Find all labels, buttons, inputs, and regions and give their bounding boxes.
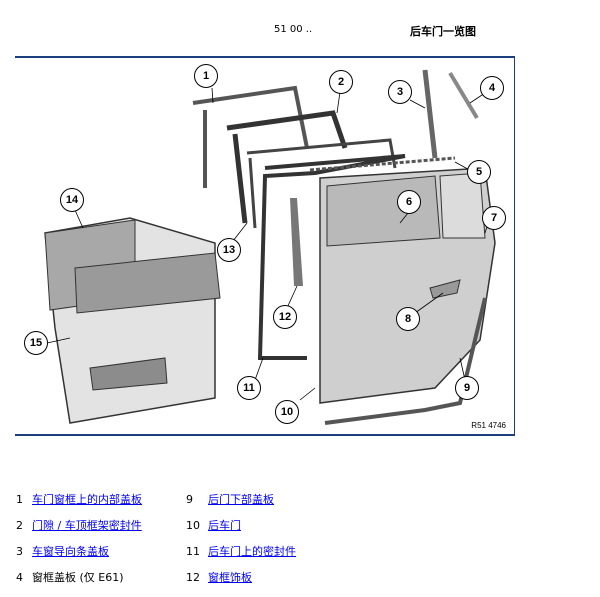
parts-list: 1 车门窗框上的内部盖板 9 后门下部盖板 2 门隙 / 车顶框架密封件 10 … [16, 493, 576, 597]
callout-10: 10 [275, 400, 299, 424]
callout-4: 4 [480, 76, 504, 100]
part-link-9[interactable]: 后门下部盖板 [208, 493, 274, 506]
part-4-shape [448, 71, 479, 120]
door-handle-shape [429, 279, 461, 299]
callout-15: 15 [24, 331, 48, 355]
parts-row: 3 车窗导向条盖板 11 后车门上的密封件 [16, 545, 576, 571]
door-window-front [326, 175, 441, 247]
part-link-10[interactable]: 后车门 [208, 519, 241, 532]
callout-2: 2 [329, 70, 353, 94]
callout-3: 3 [388, 80, 412, 104]
door-exploded-diagram: 1 2 3 4 5 6 7 8 9 10 11 12 13 14 15 R51 … [15, 56, 515, 436]
door-window-rear [439, 172, 486, 239]
callout-6: 6 [397, 190, 421, 214]
section-code: 51 00 .. [274, 24, 313, 35]
part-1-shape [192, 85, 309, 188]
part-3-shape [422, 69, 438, 159]
parts-row: 2 门隙 / 车顶框架密封件 10 后车门 [16, 519, 576, 545]
callout-12: 12 [273, 305, 297, 329]
parts-row: 4 窗框盖板 (仅 E61) 12 窗框饰板 [16, 571, 576, 597]
part-number: 4 [16, 571, 23, 584]
inner-window-shape [74, 252, 221, 314]
page-title: 后车门一览图 [410, 25, 476, 38]
part-number: 12 [186, 571, 200, 584]
part-number: 3 [16, 545, 23, 558]
part-5-shape [309, 156, 456, 172]
part-11-shape [257, 154, 406, 360]
part-number: 9 [186, 493, 193, 506]
part-12-shape [290, 198, 303, 286]
part-link-2[interactable]: 门隙 / 车顶框架密封件 [32, 519, 142, 532]
part-label-4: 窗框盖板 (仅 E61) [32, 571, 124, 584]
callout-14: 14 [60, 188, 84, 212]
callout-13: 13 [217, 238, 241, 262]
callout-5: 5 [467, 160, 491, 184]
part-9-shape [324, 297, 487, 425]
part-link-12[interactable]: 窗框饰板 [208, 571, 252, 584]
part-number: 10 [186, 519, 200, 532]
part-number: 11 [186, 545, 200, 558]
part-2-shape [226, 110, 348, 224]
callout-8: 8 [396, 307, 420, 331]
part-link-3[interactable]: 车窗导向条盖板 [32, 545, 109, 558]
part-link-11[interactable]: 后车门上的密封件 [208, 545, 296, 558]
door-illustration [44, 69, 496, 425]
part-link-1[interactable]: 车门窗框上的内部盖板 [32, 493, 142, 506]
armrest-shape [89, 357, 168, 391]
part-number: 1 [16, 493, 23, 506]
callout-1: 1 [194, 64, 218, 88]
callout-11: 11 [237, 376, 261, 400]
figure-code: R51 4746 [471, 421, 506, 430]
part-number: 2 [16, 519, 23, 532]
callout-9: 9 [455, 376, 479, 400]
parts-row: 1 车门窗框上的内部盖板 9 后门下部盖板 [16, 493, 576, 519]
callout-7: 7 [482, 206, 506, 230]
